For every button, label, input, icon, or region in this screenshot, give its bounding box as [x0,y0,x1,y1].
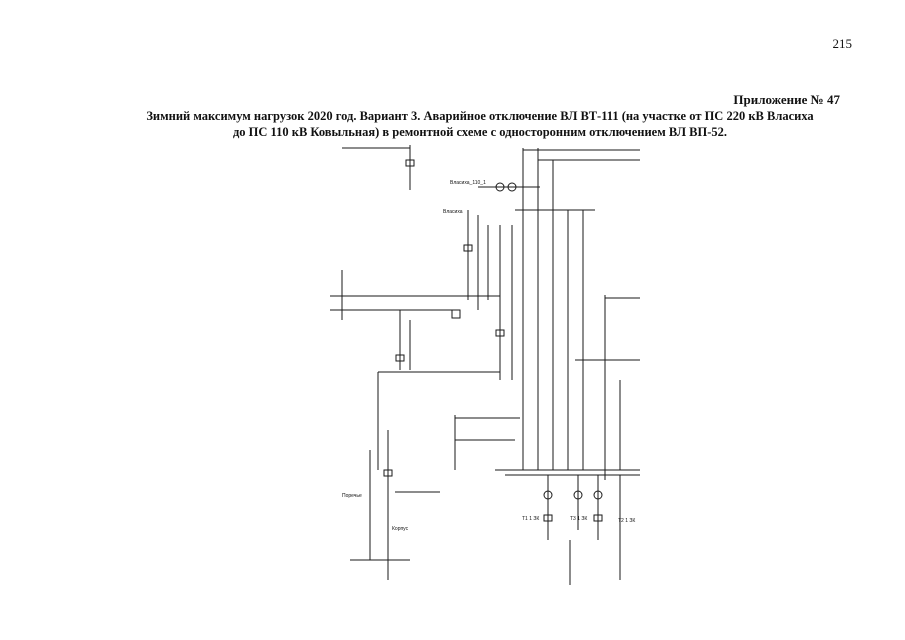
document-title: Зимний максимум нагрузок 2020 год. Вариа… [120,108,840,140]
title-line-2: до ПС 110 кВ Ковыльная) в ремонтной схем… [232,125,727,139]
appendix-label: Приложение № 47 [733,92,840,107]
label-vlasiha: Власиха [443,209,463,215]
label-t2: Т2 1 ЗК [618,518,635,524]
label-vlasiha-110: Власиха_110_1 [450,180,486,186]
title-line-1: Зимний максимум нагрузок 2020 год. Вариа… [146,109,814,123]
label-porechye: Поречье [342,493,362,499]
label-t1: Т1 1 ЗК [522,516,539,522]
label-korpus: Корпус [392,526,409,532]
page-number: 215 [832,36,853,51]
label-t3: Т3 1 ЗК [570,516,587,522]
